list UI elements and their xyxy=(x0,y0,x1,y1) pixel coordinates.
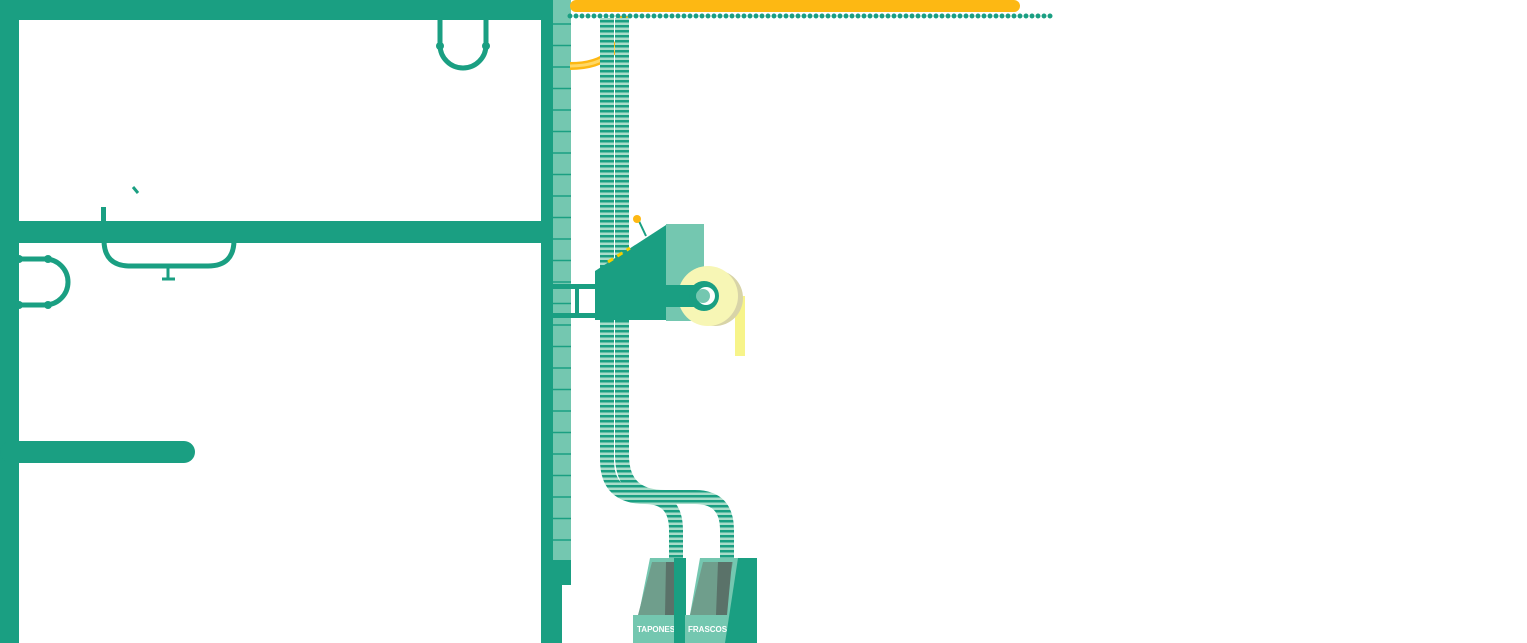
bin-frascos: FRASCOS xyxy=(685,558,757,643)
bin-divider xyxy=(674,558,686,643)
pole-ladder xyxy=(553,0,571,560)
top-beam xyxy=(0,0,560,20)
indicator-light xyxy=(633,215,641,223)
yellow-pipe xyxy=(570,0,1020,12)
left-column xyxy=(0,0,19,643)
capping-machine xyxy=(548,215,745,356)
lower-beam xyxy=(0,441,195,463)
valve-t xyxy=(162,266,175,281)
pole-foot xyxy=(553,560,571,585)
under-beam-pipe xyxy=(101,239,237,269)
top-u-pipe xyxy=(437,18,489,71)
hose-frascos xyxy=(615,18,734,560)
bin-label-tapones: TAPONES xyxy=(637,625,676,634)
bin-label-frascos: FRASCOS xyxy=(688,625,728,634)
left-u-pipe xyxy=(19,256,71,308)
stem xyxy=(101,207,106,222)
ladder-rungs xyxy=(553,23,571,541)
middle-beam xyxy=(0,221,545,243)
dash xyxy=(131,186,140,194)
